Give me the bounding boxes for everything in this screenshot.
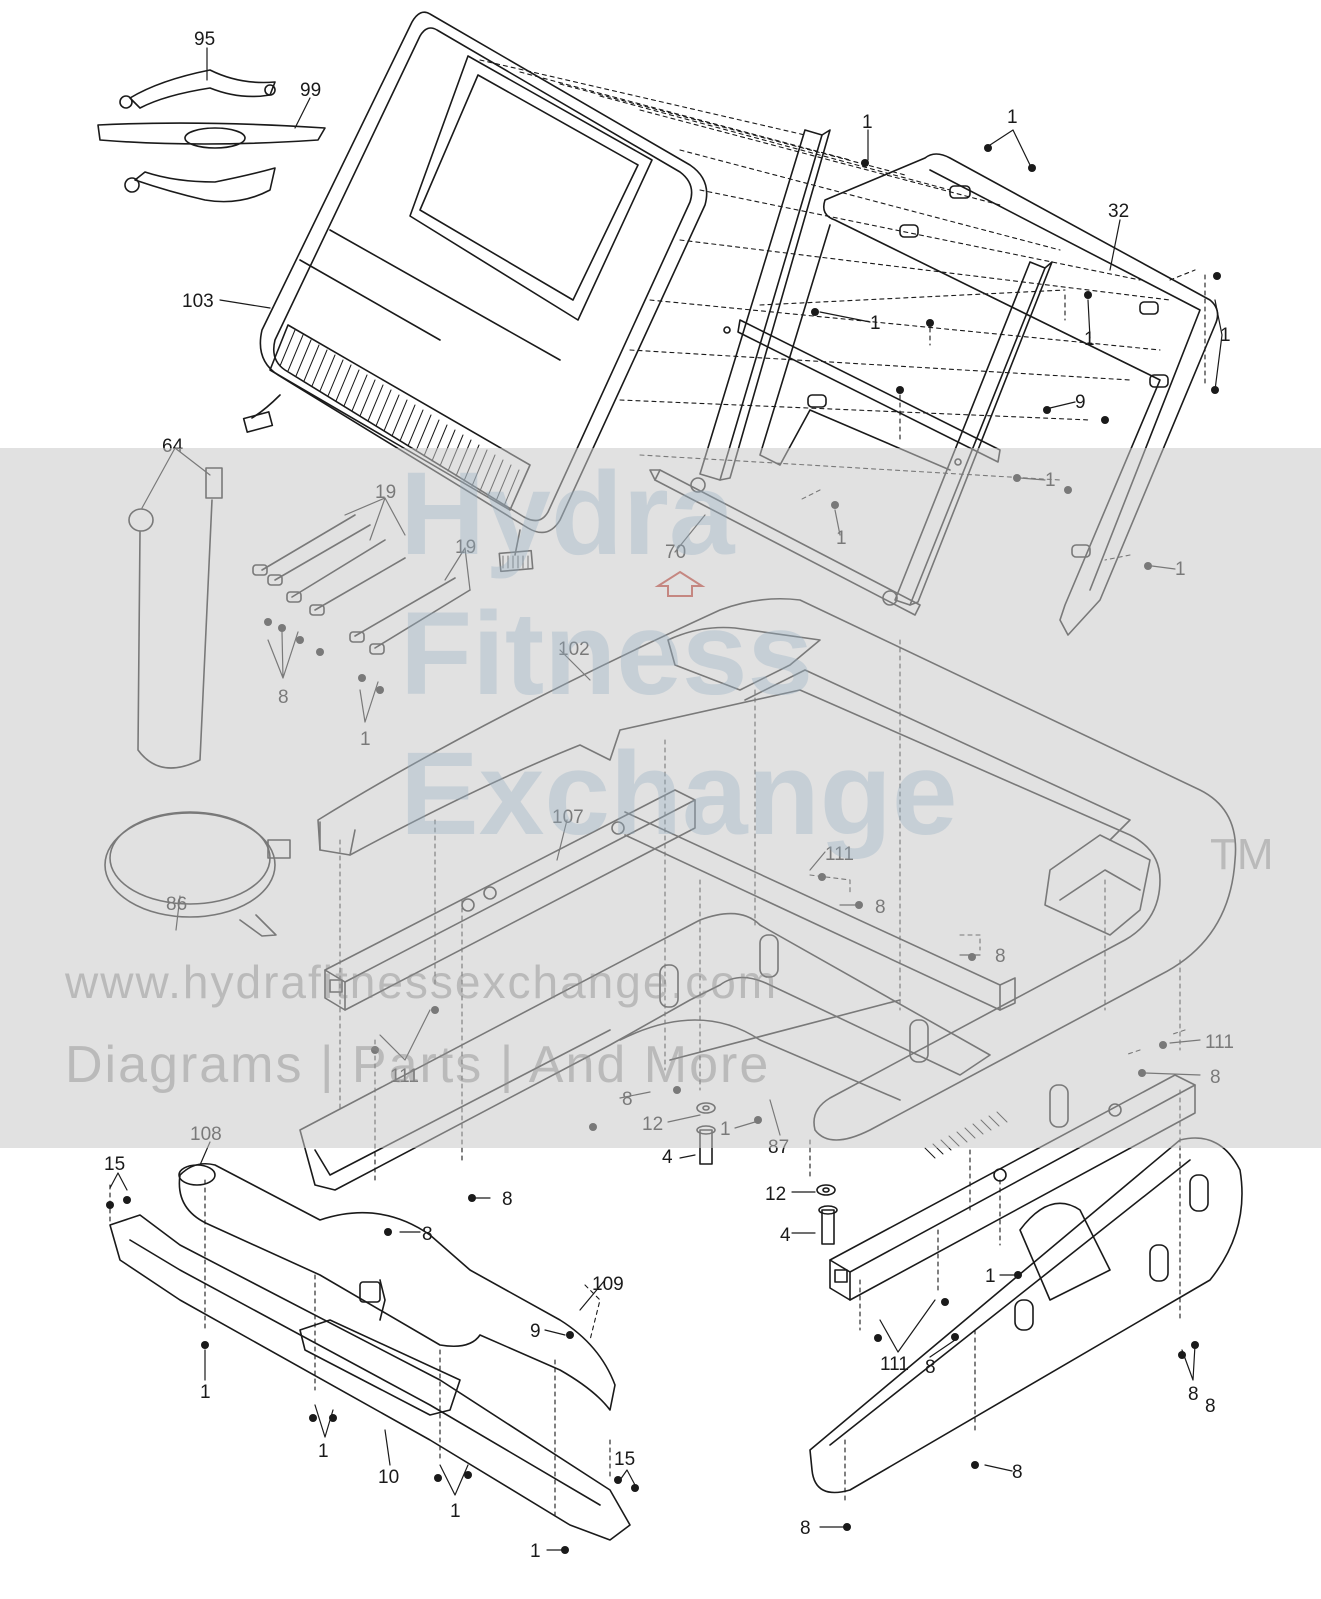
callout: 1	[530, 1541, 541, 1562]
callout: 103	[182, 291, 214, 312]
callout: 1	[318, 1441, 329, 1462]
callout: 109	[592, 1274, 624, 1295]
watermark-brand-line-2: Fitness	[400, 588, 814, 720]
callout: 8	[422, 1224, 433, 1245]
callout: 1	[862, 112, 873, 133]
callout: 8	[502, 1189, 513, 1210]
callout: 4	[780, 1225, 791, 1246]
callout: 1	[870, 313, 881, 334]
callout: 1	[985, 1266, 996, 1287]
callout: 4	[662, 1147, 673, 1168]
watermark-brand-line-3: Exchange	[400, 728, 958, 860]
callout: 15	[104, 1154, 125, 1175]
callout: 8	[1188, 1384, 1199, 1405]
right-base-cover	[809, 1137, 1243, 1494]
chest-strap	[97, 69, 326, 203]
callout: 8	[1012, 1462, 1023, 1483]
callout: 8	[800, 1518, 811, 1539]
callout: 1	[1220, 325, 1231, 346]
callout: 8	[1205, 1396, 1216, 1417]
callout: 1	[1084, 329, 1095, 350]
callout: 32	[1108, 201, 1129, 222]
callout: 10	[378, 1467, 399, 1488]
left-base-cover	[109, 1214, 631, 1541]
callout: 15	[614, 1449, 635, 1470]
callout: 9	[1075, 392, 1086, 413]
callout: 12	[765, 1184, 786, 1205]
callout: 99	[300, 80, 321, 101]
watermark-trademark: TM	[1210, 830, 1274, 879]
watermark-brand-line-1: Hydra	[400, 448, 735, 580]
callout: 9	[530, 1321, 541, 1342]
watermark-tagline: Diagrams | Parts | And More	[65, 1036, 771, 1094]
callout: 1	[450, 1501, 461, 1522]
left-handrail	[178, 1162, 616, 1411]
callout: 95	[194, 29, 215, 50]
callout: 111	[880, 1354, 909, 1375]
watermark-band	[0, 448, 1321, 1148]
callout: 1	[1007, 107, 1018, 128]
callout: 8	[925, 1357, 936, 1378]
callout: 1	[200, 1382, 211, 1403]
watermark-website: www.hydrafitnessexchange.com	[65, 956, 779, 1008]
